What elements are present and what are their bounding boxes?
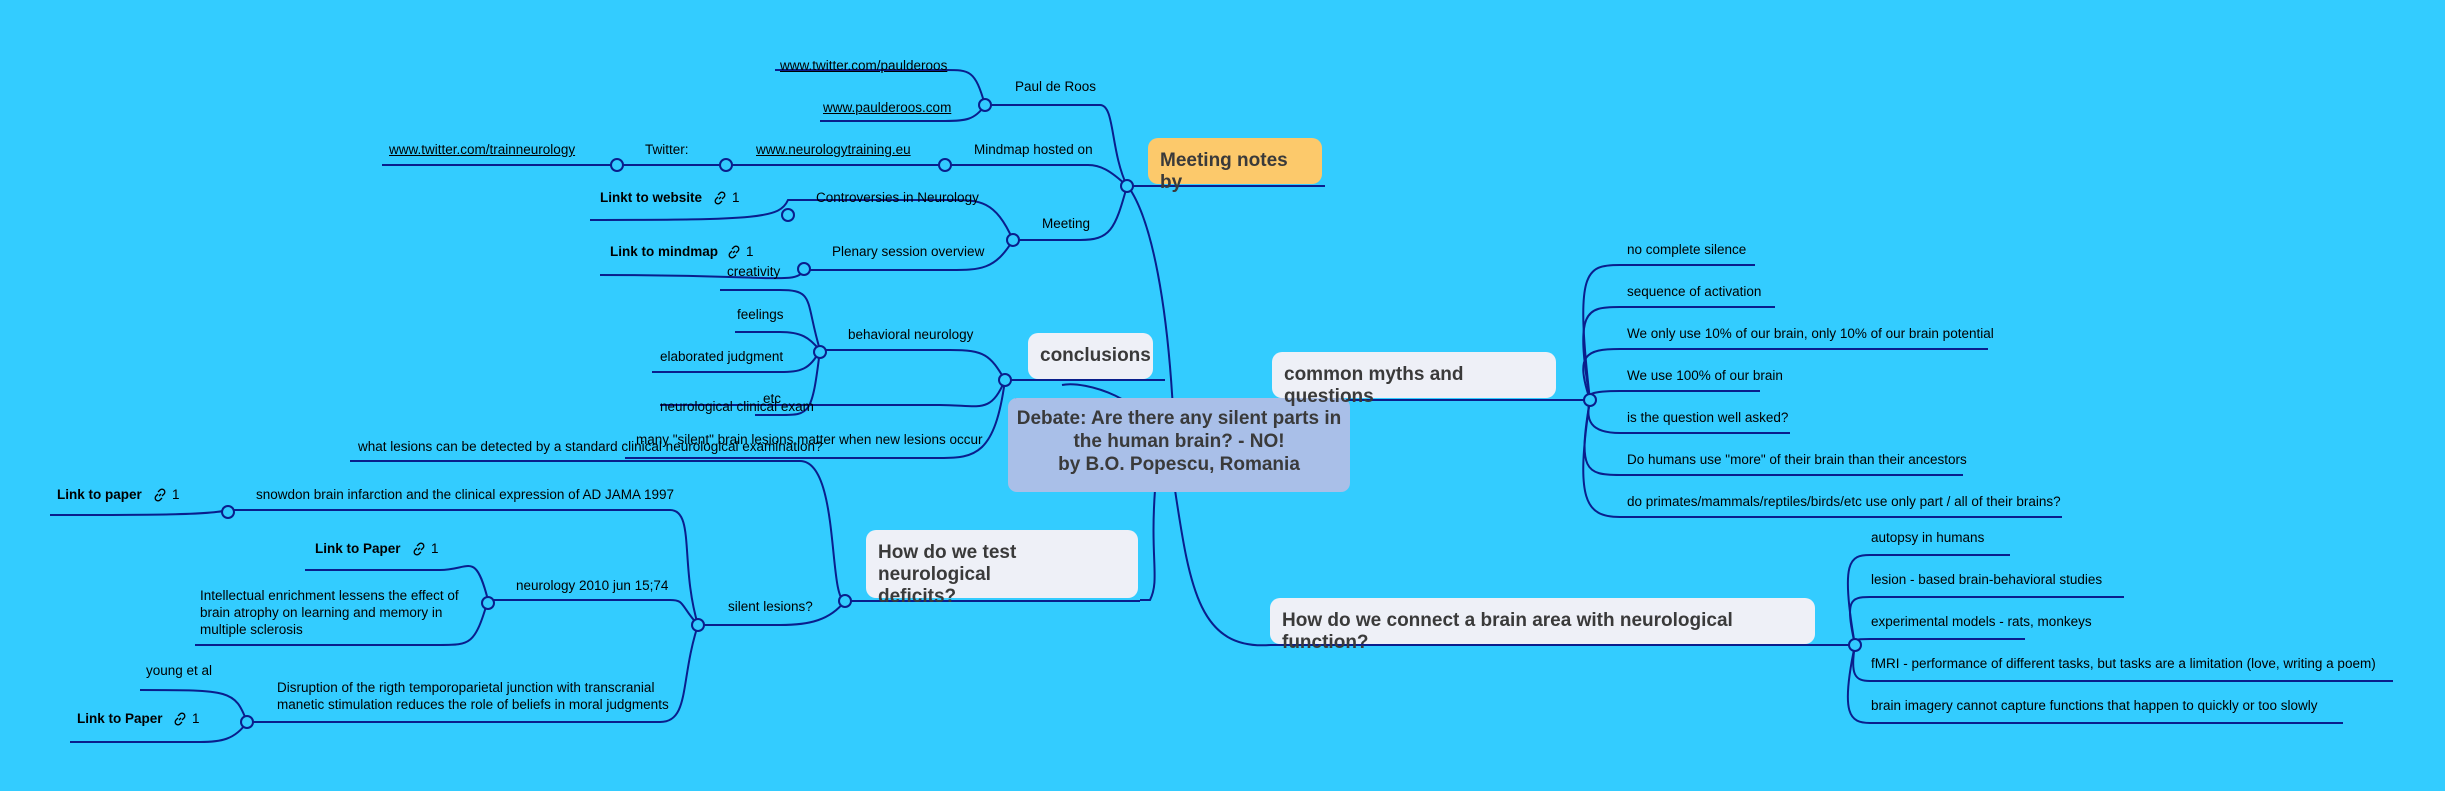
- myth-item-4: is the question well asked?: [1627, 410, 1789, 425]
- link-to-paper-3[interactable]: Link to Paper: [77, 711, 163, 726]
- junction-hosted: [938, 158, 952, 172]
- young-et-al-label: young et al: [146, 663, 213, 678]
- behavioral-neurology-label: behavioral neurology: [848, 327, 974, 342]
- link-icon: [413, 542, 425, 556]
- junction-behavioral: [813, 345, 827, 359]
- website-link-count-value: 1: [732, 190, 740, 205]
- junction-plenary: [797, 262, 811, 276]
- silent-lesions-matter-label: many "silent" brain lesions matter when …: [636, 432, 983, 447]
- myth-item-5: Do humans use "more" of their brain than…: [1627, 452, 1967, 467]
- meeting-branch-label: Meeting: [1042, 216, 1091, 231]
- test-deficits-title-line2: deficits?: [878, 586, 957, 607]
- connect-item-2: experimental models - rats, monkeys: [1871, 614, 2092, 629]
- junction-paul: [978, 98, 992, 112]
- mindmap-link-count: 1: [727, 243, 754, 260]
- myth-item-1: sequence of activation: [1627, 284, 1762, 299]
- junction-snowdon: [221, 505, 235, 519]
- myth-item-0: no complete silence: [1627, 242, 1747, 257]
- connect-item-0: autopsy in humans: [1871, 530, 1985, 545]
- central-topic-line1: Debate: Are there any silent parts in: [1016, 408, 1342, 429]
- paper2-link-count: 1: [412, 540, 439, 557]
- silent-lesions-label: silent lesions?: [728, 599, 813, 614]
- central-topic[interactable]: Debate: Are there any silent parts in th…: [1008, 398, 1350, 492]
- twitter-label: Twitter:: [645, 142, 689, 157]
- meeting-notes-title: Meeting notes by: [1160, 150, 1288, 193]
- what-lesions-label: what lesions can be detected by a standa…: [358, 439, 823, 454]
- controversies-label: Controversies in Neurology: [816, 190, 979, 205]
- myths-title: common myths and questions: [1284, 364, 1464, 407]
- link-icon: [728, 245, 740, 259]
- mindmap-hosted-label: Mindmap hosted on: [974, 142, 1093, 157]
- central-topic-line2: the human brain? - NO!: [1073, 431, 1285, 452]
- junction-connect: [1848, 638, 1862, 652]
- meeting-notes-topic[interactable]: Meeting notes by: [1148, 138, 1322, 193]
- central-topic-line3: by B.O. Popescu, Romania: [1058, 454, 1300, 475]
- junction-conclusions: [998, 373, 1012, 387]
- link-icon: [174, 712, 186, 726]
- link-to-paper-2[interactable]: Link to Paper: [315, 541, 401, 556]
- behavioral-item-creativity: creativity: [727, 264, 781, 279]
- connect-topic[interactable]: How do we connect a brain area with neur…: [1270, 598, 1815, 653]
- link-to-mindmap[interactable]: Link to mindmap: [610, 244, 718, 259]
- junction-twitter-site: [719, 158, 733, 172]
- test-deficits-topic[interactable]: How do we test neurological deficits?: [866, 530, 1138, 607]
- link-to-website[interactable]: Linkt to website: [600, 190, 703, 205]
- behavioral-item-judgment: elaborated judgment: [660, 349, 784, 364]
- behavioral-item-etc: etc: [763, 391, 782, 406]
- paul-site-link[interactable]: www.paulderoos.com: [823, 100, 952, 115]
- snowdon-label: snowdon brain infarction and the clinica…: [256, 487, 674, 502]
- conclusions-title: conclusions: [1040, 345, 1151, 366]
- myth-item-6: do primates/mammals/reptiles/birds/etc u…: [1627, 494, 2061, 509]
- junction-meeting: [1120, 179, 1134, 193]
- myth-item-2: We only use 10% of our brain, only 10% o…: [1627, 326, 1994, 341]
- junction-myths: [1583, 393, 1597, 407]
- connect-item-4: brain imagery cannot capture functions t…: [1871, 698, 2318, 713]
- junction-twitter: [610, 158, 624, 172]
- website-link-count: 1: [713, 189, 740, 206]
- mindmap-link-count-value: 1: [746, 244, 754, 259]
- conclusions-topic[interactable]: conclusions: [1028, 333, 1153, 379]
- paper3-link-count-value: 1: [192, 711, 200, 726]
- paper2-link-count-value: 1: [431, 541, 439, 556]
- trainneurology-link[interactable]: www.twitter.com/trainneurology: [389, 142, 576, 157]
- paper3-link-count: 1: [173, 710, 200, 727]
- junction-neurology2010: [481, 596, 495, 610]
- junction-controversies: [781, 208, 795, 222]
- test-deficits-title-line1: How do we test neurological: [878, 542, 1017, 585]
- behavioral-item-feelings: feelings: [737, 307, 784, 322]
- paper1-link-count: 1: [153, 486, 180, 503]
- link-icon: [154, 488, 166, 502]
- disruption-label: Disruption of the rigth temporoparietal …: [277, 680, 669, 712]
- myths-topic[interactable]: common myths and questions: [1272, 352, 1556, 407]
- link-icon: [714, 191, 726, 205]
- junction-disruption: [240, 715, 254, 729]
- myth-item-3: We use 100% of our brain: [1627, 368, 1783, 383]
- paul-twitter-link[interactable]: www.twitter.com/paulderoos: [780, 58, 948, 73]
- neurology-2010-label: neurology 2010 jun 15;74: [516, 578, 669, 593]
- paul-de-roos-label: Paul de Roos: [1015, 79, 1097, 94]
- intellectual-enrichment-label: Intellectual enrichment lessens the effe…: [200, 588, 459, 637]
- junction-test: [838, 594, 852, 608]
- junction-silent: [691, 618, 705, 632]
- junction-meeting-branch: [1006, 233, 1020, 247]
- neurologytraining-link[interactable]: www.neurologytraining.eu: [756, 142, 911, 157]
- link-to-paper-1[interactable]: Link to paper: [57, 487, 142, 502]
- neurological-exam-label: neurological clinical exam: [660, 399, 814, 414]
- connect-title: How do we connect a brain area with neur…: [1282, 610, 1733, 653]
- plenary-label: Plenary session overview: [832, 244, 985, 259]
- connect-item-3: fMRI - performance of different tasks, b…: [1871, 656, 2376, 671]
- connect-item-1: lesion - based brain-behavioral studies: [1871, 572, 2103, 587]
- paper1-link-count-value: 1: [172, 487, 180, 502]
